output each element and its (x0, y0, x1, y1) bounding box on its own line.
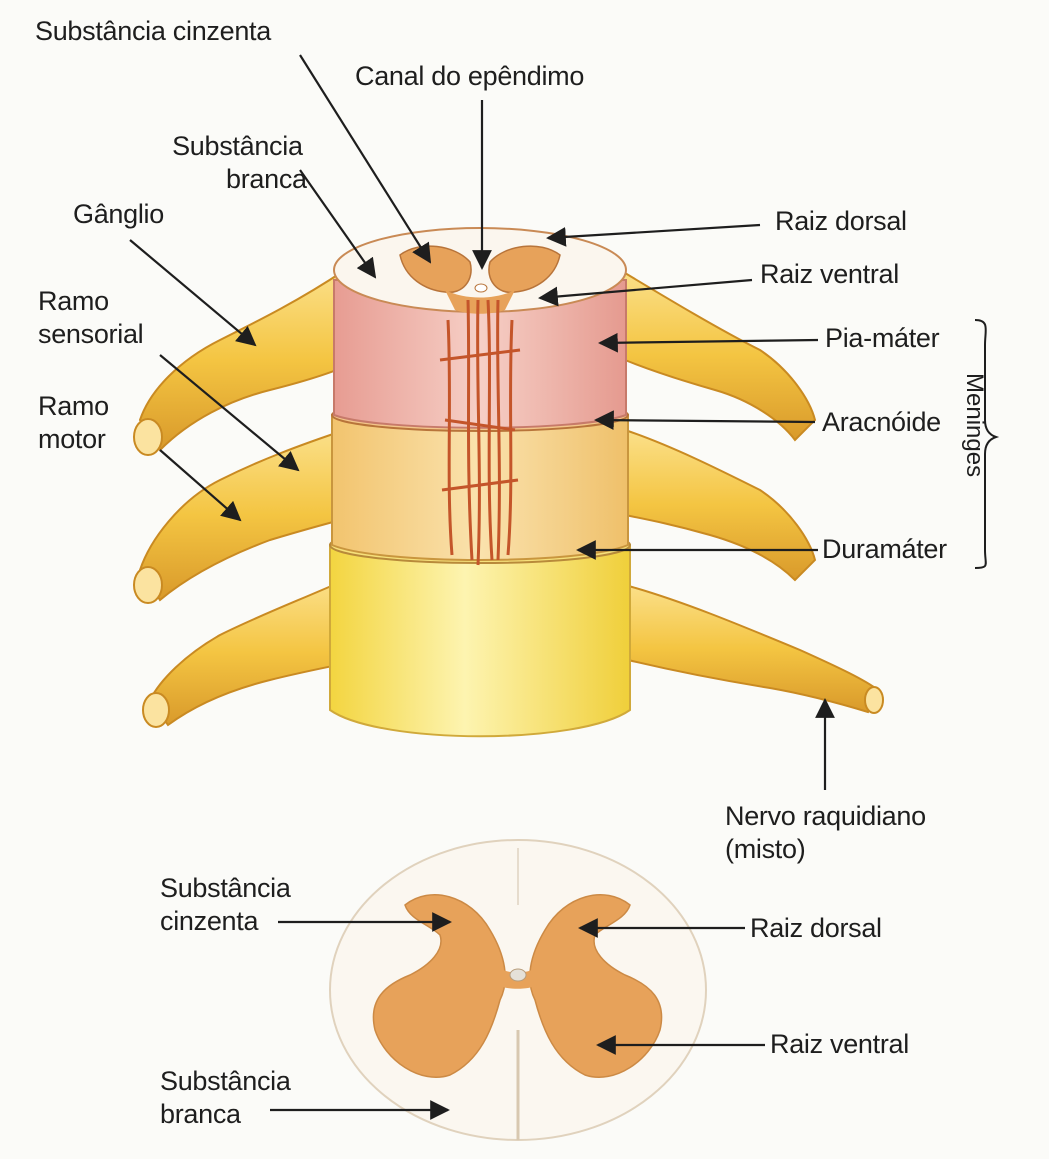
label-aracnoide: Aracnóide (822, 406, 941, 439)
label-raiz-ventral-top: Raiz ventral (760, 258, 899, 291)
label-substancia-cinzenta-bottom-line1: Substância (160, 872, 291, 905)
label-ramo-motor-line1: Ramo (38, 390, 109, 423)
label-ramo-sensorial: Ramo sensorial (38, 285, 143, 351)
label-nervo-raquidiano: Nervo raquidiano (misto) (725, 800, 926, 866)
label-nervo-raquidiano-line1: Nervo raquidiano (725, 800, 926, 833)
label-substancia-cinzenta-bottom: Substância cinzenta (160, 872, 291, 938)
label-raiz-dorsal-top: Raiz dorsal (775, 205, 907, 238)
label-substancia-branca-bottom-line1: Substância (160, 1065, 291, 1098)
label-ramo-sensorial-line2: sensorial (38, 318, 143, 351)
label-ramo-motor-line2: motor (38, 423, 109, 456)
label-substancia-cinzenta-bottom-line2: cinzenta (160, 905, 291, 938)
label-ramo-motor: Ramo motor (38, 390, 109, 456)
label-duramater: Duramáter (822, 533, 947, 566)
label-pia-mater: Pia-máter (825, 322, 939, 355)
label-substancia-branca-top: Substância branca (168, 130, 307, 196)
label-raiz-dorsal-bottom: Raiz dorsal (750, 912, 882, 945)
label-substancia-cinzenta-top: Substância cinzenta (35, 15, 271, 48)
label-substancia-branca-top-line2: branca (168, 163, 307, 196)
label-ganglio: Gânglio (73, 198, 164, 231)
label-substancia-branca-bottom-line2: branca (160, 1098, 291, 1131)
label-raiz-ventral-bottom: Raiz ventral (770, 1028, 909, 1061)
label-meninges: Meninges (958, 373, 988, 453)
label-substancia-branca-top-line1: Substância (168, 130, 307, 163)
label-canal-do-ependimo: Canal do epêndimo (355, 60, 584, 93)
label-nervo-raquidiano-line2: (misto) (725, 833, 926, 866)
label-ramo-sensorial-line1: Ramo (38, 285, 143, 318)
cross-section (330, 840, 706, 1140)
label-substancia-branca-bottom: Substância branca (160, 1065, 291, 1131)
